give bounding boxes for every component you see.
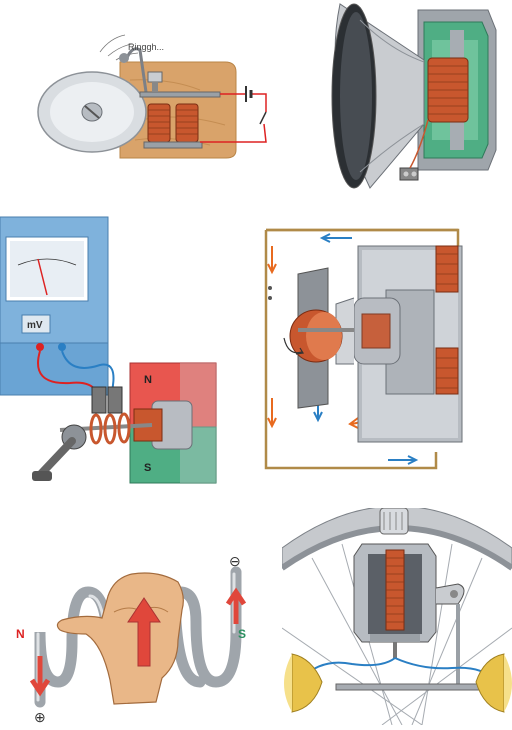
bicycle-dynamo-diagram xyxy=(280,505,512,726)
north-label: N xyxy=(16,627,25,641)
dynamo-cap-icon xyxy=(379,507,409,535)
minus-terminal: ⊖ xyxy=(229,553,241,569)
field-direction-arrow xyxy=(127,597,161,667)
mv-label-box xyxy=(21,314,51,334)
ringing-label: Ringgh... xyxy=(128,42,164,52)
switch-icon xyxy=(259,111,267,125)
current-arrow-in xyxy=(29,656,51,697)
dc-motor-diagram xyxy=(258,218,512,480)
current-arrow-out xyxy=(225,587,247,624)
south-label: S xyxy=(238,627,246,641)
solenoid-grip-rule-diagram: ⊖ ⊕ N S xyxy=(10,552,250,725)
north-pole-label: N xyxy=(144,374,152,386)
mv-label: mV xyxy=(27,320,43,331)
lamp-right-icon xyxy=(475,653,505,713)
loudspeaker-diagram xyxy=(320,0,512,192)
south-pole-label: S xyxy=(144,462,151,474)
plus-terminal: ⊕ xyxy=(34,709,46,725)
generator-voltmeter-diagram: mV N S xyxy=(0,215,240,490)
circuit-wire xyxy=(200,93,267,143)
lamp-left-icon xyxy=(291,653,323,713)
meter-needle xyxy=(37,258,48,296)
electric-bell-diagram: Ringgh... xyxy=(0,0,280,190)
right-hand-icon xyxy=(56,572,184,705)
